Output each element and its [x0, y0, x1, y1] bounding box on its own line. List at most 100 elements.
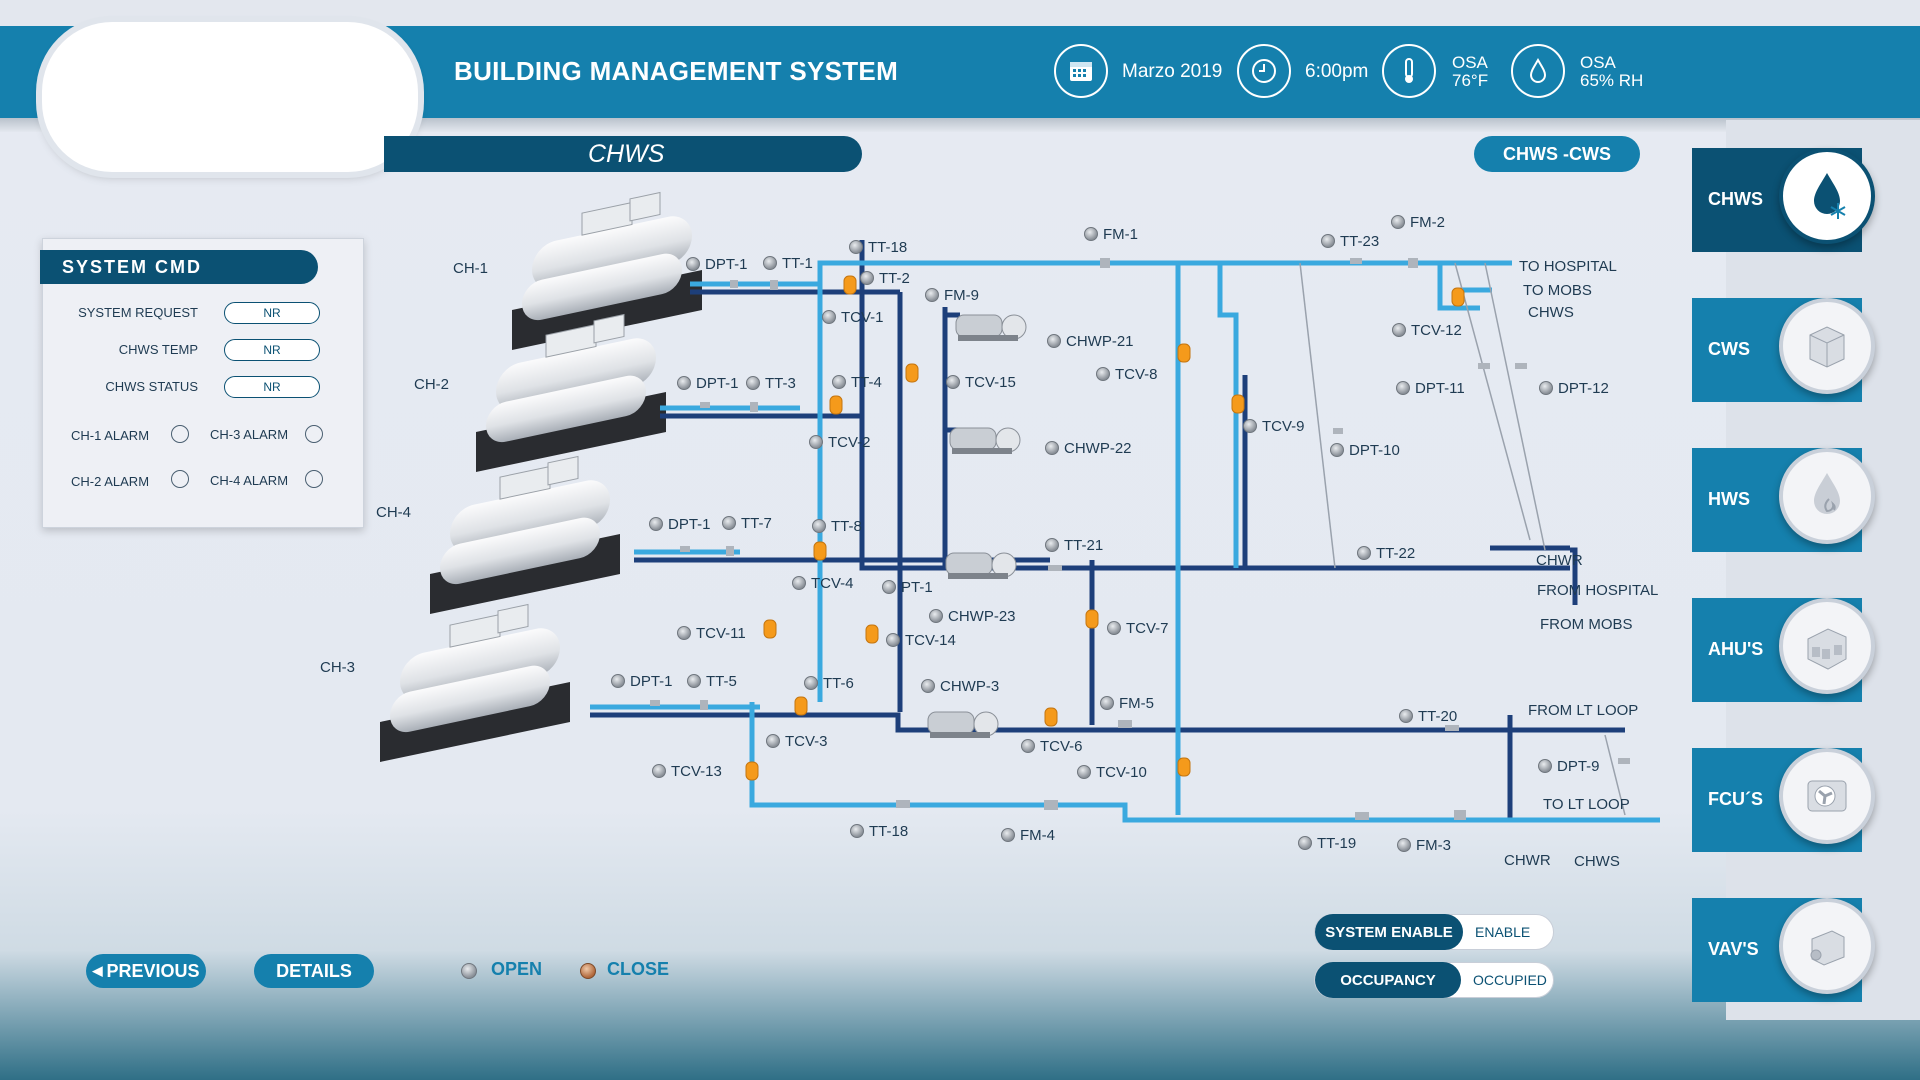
occupancy-value: OCCUPIED	[1473, 972, 1547, 988]
instrument-tt19[interactable]: TT-19	[1298, 835, 1356, 852]
instrument-fm4[interactable]: FM-4	[1001, 827, 1055, 844]
instrument-tt23[interactable]: TT-23	[1321, 233, 1379, 250]
chiller-ch3	[379, 604, 571, 763]
ch3-alarm-indicator	[305, 425, 323, 443]
chws-cws-toggle-button[interactable]: CHWS -CWS	[1474, 136, 1640, 172]
system-cmd-title: SYSTEM CMD	[40, 250, 318, 284]
vav-box-icon[interactable]	[1779, 898, 1875, 994]
instrument-tcv13[interactable]: TCV-13	[652, 763, 722, 780]
top-strip	[0, 0, 1920, 26]
instrument-dpt1-ch1[interactable]: DPT-1	[686, 256, 748, 273]
humidity-drop-icon	[1511, 44, 1565, 98]
instrument-tcv7[interactable]: TCV-7	[1107, 620, 1169, 637]
occupancy-toggle[interactable]: OCCUPANCY OCCUPIED	[1314, 962, 1554, 998]
instrument-fm9[interactable]: FM-9	[925, 287, 979, 304]
instrument-tcv10[interactable]: TCV-10	[1077, 764, 1147, 781]
instrument-tt2[interactable]: TT-2	[860, 270, 910, 287]
label-chws-bottom: CHWS	[1574, 853, 1620, 870]
system-enable-value: ENABLE	[1475, 924, 1531, 940]
chiller-label-ch4: CH-4	[376, 504, 412, 521]
ch3-alarm-label: CH-3 ALARM	[210, 427, 289, 442]
pump-chwp23	[945, 552, 1017, 580]
label-from-hospital: FROM HOSPITAL	[1537, 582, 1659, 599]
app-title: BUILDING MANAGEMENT SYSTEM	[454, 56, 899, 86]
close-status-icon	[580, 963, 596, 979]
instrument-dpt1-ch3[interactable]: DPT-1	[611, 673, 673, 690]
chws-temp-label: CHWS TEMP	[118, 342, 198, 357]
instrument-chwp22[interactable]: CHWP-22	[1045, 440, 1132, 457]
instrument-dpt1-ch4[interactable]: DPT-1	[649, 516, 711, 533]
instrument-dpt11[interactable]: DPT-11	[1396, 380, 1465, 397]
instrument-tcv11[interactable]: TCV-11	[677, 625, 746, 642]
instrument-chwp23[interactable]: CHWP-23	[929, 608, 1016, 625]
chiller-ch2	[475, 314, 667, 473]
instrument-tcv3[interactable]: TCV-3	[766, 733, 828, 750]
chws-status-label: CHWS STATUS	[105, 379, 198, 394]
instrument-tt4[interactable]: TT-4	[832, 374, 882, 391]
instrument-tcv15[interactable]: TCV-15	[946, 374, 1016, 391]
cooling-tower-icon[interactable]	[1779, 298, 1875, 394]
chiller-label-ch3: CH-3	[320, 659, 356, 676]
instrument-fm2[interactable]: FM-2	[1391, 214, 1445, 231]
instrument-tcv14[interactable]: TCV-14	[886, 632, 956, 649]
instrument-tcv12[interactable]: TCV-12	[1392, 322, 1462, 339]
nav-label-vavs: VAV'S	[1708, 939, 1759, 959]
pump-chwp21	[955, 314, 1027, 342]
instrument-dpt9[interactable]: DPT-9	[1538, 758, 1600, 775]
instrument-tt5[interactable]: TT-5	[687, 673, 737, 690]
instrument-tcv6[interactable]: TCV-6	[1021, 738, 1083, 755]
instrument-dpt10[interactable]: DPT-10	[1330, 442, 1400, 459]
nav-label-cws: CWS	[1708, 339, 1750, 359]
time-text: 6:00pm	[1305, 61, 1369, 82]
fan-coil-icon[interactable]	[1779, 748, 1875, 844]
nav-label-chws: CHWS	[1708, 189, 1763, 209]
instrument-tt3[interactable]: TT-3	[746, 375, 796, 392]
legend-close-label: CLOSE	[607, 959, 670, 979]
header-shadow	[0, 118, 1920, 132]
instrument-tt6[interactable]: TT-6	[804, 675, 854, 692]
water-drop-snowflake-icon[interactable]	[1779, 148, 1875, 244]
instrument-tcv2[interactable]: TCV-2	[809, 434, 871, 451]
instrument-tcv4[interactable]: TCV-4	[792, 575, 854, 592]
pump-chwp3	[927, 711, 999, 739]
instrument-tt18-bottom[interactable]: TT-18	[850, 823, 908, 840]
instrument-fm1[interactable]: FM-1	[1084, 226, 1138, 243]
instrument-chwp21[interactable]: CHWP-21	[1047, 333, 1134, 350]
chiller-label-ch2: CH-2	[414, 376, 450, 393]
ch1-alarm-label: CH-1 ALARM	[71, 428, 150, 443]
system-enable-toggle[interactable]: SYSTEM ENABLE ENABLE	[1314, 914, 1554, 950]
air-handler-icon[interactable]	[1779, 598, 1875, 694]
thermometer-icon	[1382, 44, 1436, 98]
instrument-tt21[interactable]: TT-21	[1045, 537, 1103, 554]
instrument-chwp3[interactable]: CHWP-3	[921, 678, 999, 695]
ch4-alarm-indicator	[305, 470, 323, 488]
instrument-tt20[interactable]: TT-20	[1399, 708, 1457, 725]
label-chwr-bottom: CHWR	[1504, 852, 1551, 869]
instrument-fm3[interactable]: FM-3	[1397, 837, 1451, 854]
date-text: Marzo 2019	[1122, 61, 1223, 82]
flame-drop-icon[interactable]	[1779, 448, 1875, 544]
chiller-label-ch1: CH-1	[453, 260, 489, 277]
instrument-tt22[interactable]: TT-22	[1357, 545, 1415, 562]
instrument-tt1[interactable]: TT-1	[763, 255, 813, 272]
chws-temp-value[interactable]: NR	[224, 339, 320, 361]
previous-button-label: PREVIOUS	[106, 960, 200, 981]
system-enable-label: SYSTEM ENABLE	[1315, 914, 1463, 950]
right-nav-panel	[1726, 120, 1920, 1020]
instrument-tt18-top[interactable]: TT-18	[849, 239, 907, 256]
system-request-value[interactable]: NR	[224, 302, 320, 324]
details-button[interactable]: DETAILS	[254, 954, 374, 988]
instrument-tt8[interactable]: TT-8	[812, 518, 862, 535]
nav-label-hws: HWS	[1708, 489, 1750, 509]
instrument-tcv8[interactable]: TCV-8	[1096, 366, 1158, 383]
instrument-dpt12[interactable]: DPT-12	[1539, 380, 1609, 397]
instrument-pt1[interactable]: PT-1	[882, 579, 933, 596]
instrument-fm5[interactable]: FM-5	[1100, 695, 1154, 712]
osa-rh-label: OSA	[1580, 53, 1616, 72]
instrument-tcv1[interactable]: TCV-1	[822, 309, 884, 326]
instrument-dpt1-ch2[interactable]: DPT-1	[677, 375, 739, 392]
chws-status-value[interactable]: NR	[224, 376, 320, 398]
instrument-tcv9[interactable]: TCV-9	[1243, 418, 1305, 435]
previous-button[interactable]: ◀PREVIOUS	[86, 954, 206, 988]
instrument-tt7[interactable]: TT-7	[722, 515, 772, 532]
